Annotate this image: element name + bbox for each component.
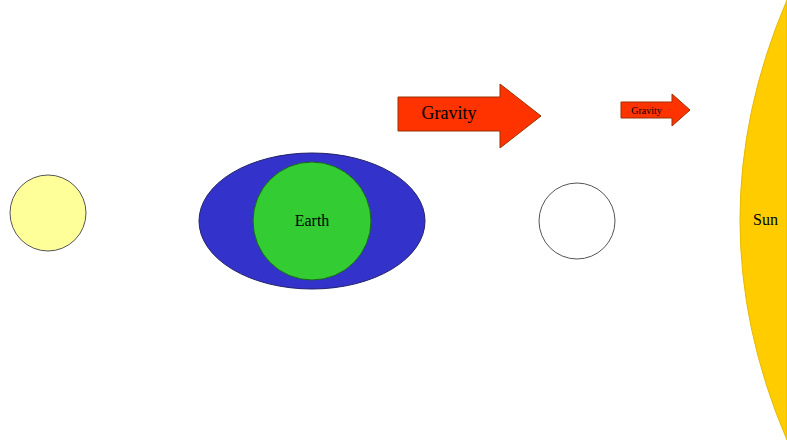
gravity-arrow-fill (621, 94, 690, 126)
tidal-bulge (199, 153, 425, 289)
gravity-arrow-fill (398, 84, 541, 148)
gravity-arrow: Gravity (398, 84, 541, 148)
node-text: Gravity (631, 105, 662, 116)
sun-shape: Sun (700, 0, 787, 440)
gravity-arrow: Gravity (621, 94, 690, 126)
earth-circle-fill (253, 162, 371, 280)
node-text: Earth (295, 212, 330, 230)
node-text: Sun (753, 211, 778, 229)
moon-far-side (10, 175, 86, 251)
sun-shape-fill (740, 0, 787, 440)
moon-near-side (539, 183, 615, 259)
earth-circle: Earth (252, 161, 372, 281)
node-text: Gravity (422, 104, 477, 124)
